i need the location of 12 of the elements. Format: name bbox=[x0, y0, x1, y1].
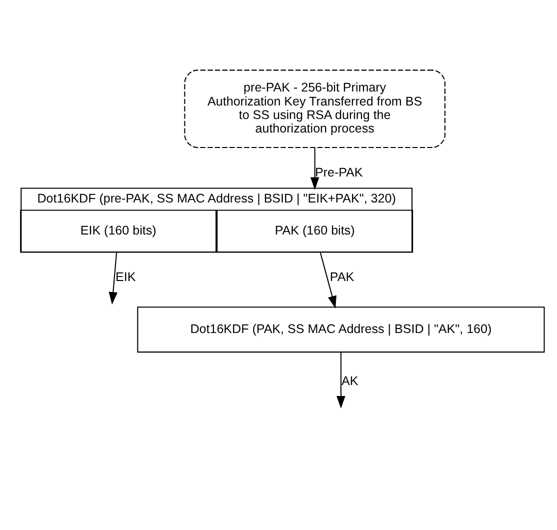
edge-label: EIK bbox=[116, 270, 136, 284]
arrow bbox=[108, 252, 118, 305]
edge-label: Pre-PAK bbox=[314, 165, 363, 180]
edge-label: PAK bbox=[330, 270, 354, 284]
node-box: pre-PAK - 256-bit Primary Authorization Key Transferred from BS to SS using RSA during the authorization process bbox=[184, 70, 446, 148]
edge-label: AK bbox=[341, 374, 358, 388]
arrow bbox=[310, 148, 320, 190]
arrow bbox=[336, 352, 346, 408]
node-box: EIK (160 bits) bbox=[20, 210, 217, 253]
node-box: Dot16KDF (PAK, SS MAC Address | BSID | "AK", 160) bbox=[137, 306, 545, 353]
arrow bbox=[320, 252, 336, 308]
node-box: PAK (160 bits) bbox=[216, 210, 414, 253]
